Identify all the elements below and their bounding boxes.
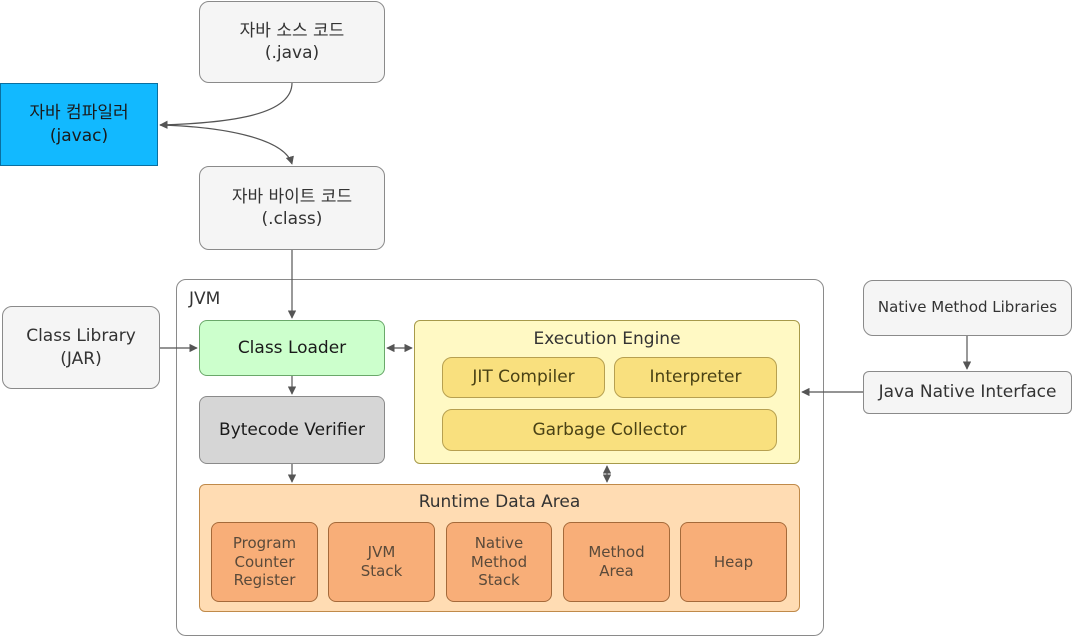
jvm-label: JVM (189, 289, 221, 309)
interpreter-box: Interpreter (614, 357, 777, 398)
java-bytecode-box: 자바 바이트 코드 (.class) (199, 166, 385, 250)
jvm-stack-box: JVM Stack (328, 522, 435, 602)
runtime-data-area-title: Runtime Data Area (418, 492, 581, 512)
garbage-collector-box: Garbage Collector (442, 409, 777, 451)
class-library-box: Class Library (JAR) (2, 306, 160, 389)
java-native-interface-box: Java Native Interface (863, 371, 1072, 414)
execution-engine-title: Execution Engine (533, 329, 681, 349)
native-method-libraries-box: Native Method Libraries (863, 280, 1072, 336)
class-loader-box: Class Loader (199, 320, 385, 376)
jit-compiler-box: JIT Compiler (442, 357, 605, 398)
compiler-to-bytecode-arrow (159, 124, 294, 165)
heap-box: Heap (680, 522, 787, 602)
java-source-code-box: 자바 소스 코드 (.java) (199, 1, 385, 83)
bytecode-verifier-box: Bytecode Verifier (199, 396, 385, 464)
method-area-box: Method Area (563, 522, 670, 602)
source-to-compiler-arrow (159, 82, 293, 129)
native-method-stack-box: Native Method Stack (446, 522, 552, 602)
program-counter-register-box: Program Counter Register (211, 522, 318, 602)
java-compiler-box: 자바 컴파일러 (javac) (0, 83, 158, 166)
